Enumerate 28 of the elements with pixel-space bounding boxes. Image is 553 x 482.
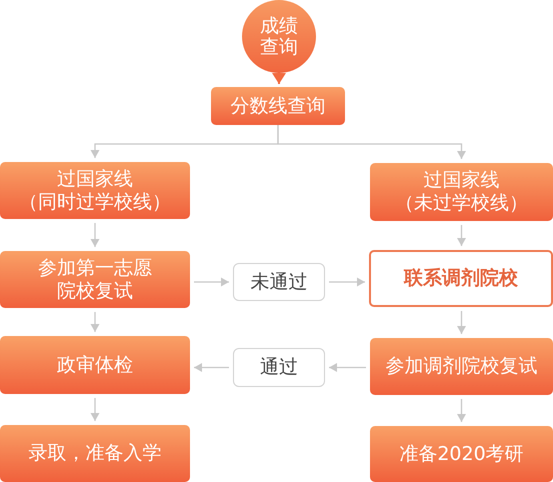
arrow [329,364,366,372]
arrow [458,225,466,246]
step-note: （同时过学校线） [19,190,171,214]
step-title: 过国家线 [57,168,133,190]
process-box: 参加第一志愿院校复试 [0,251,190,308]
arrow [91,223,99,247]
arrow [458,399,466,422]
arrow [91,398,99,421]
process-box [0,162,190,219]
arrow [458,311,466,334]
arrow [91,312,99,332]
result-box: 未通过 [233,263,325,301]
process-box: 准备2020考研 [370,426,553,482]
step-note: （未过学校线） [395,192,528,215]
process-box: 联系调剂院校 [369,250,553,307]
process-box [370,163,553,221]
arrow [194,364,229,372]
start-circle: 成绩查询 [242,0,316,73]
arrow [277,125,466,159]
process-box: 参加调剂院校复试 [370,338,553,395]
arrow [329,278,365,286]
step-title: 过国家线 [424,169,500,192]
arrow [194,278,229,286]
process-box: 政审体检 [0,336,190,394]
process-box: 分数线查询 [211,87,345,125]
arrow [274,72,284,84]
process-box: 录取，准备入学 [0,425,190,482]
result-box: 通过 [233,348,325,387]
